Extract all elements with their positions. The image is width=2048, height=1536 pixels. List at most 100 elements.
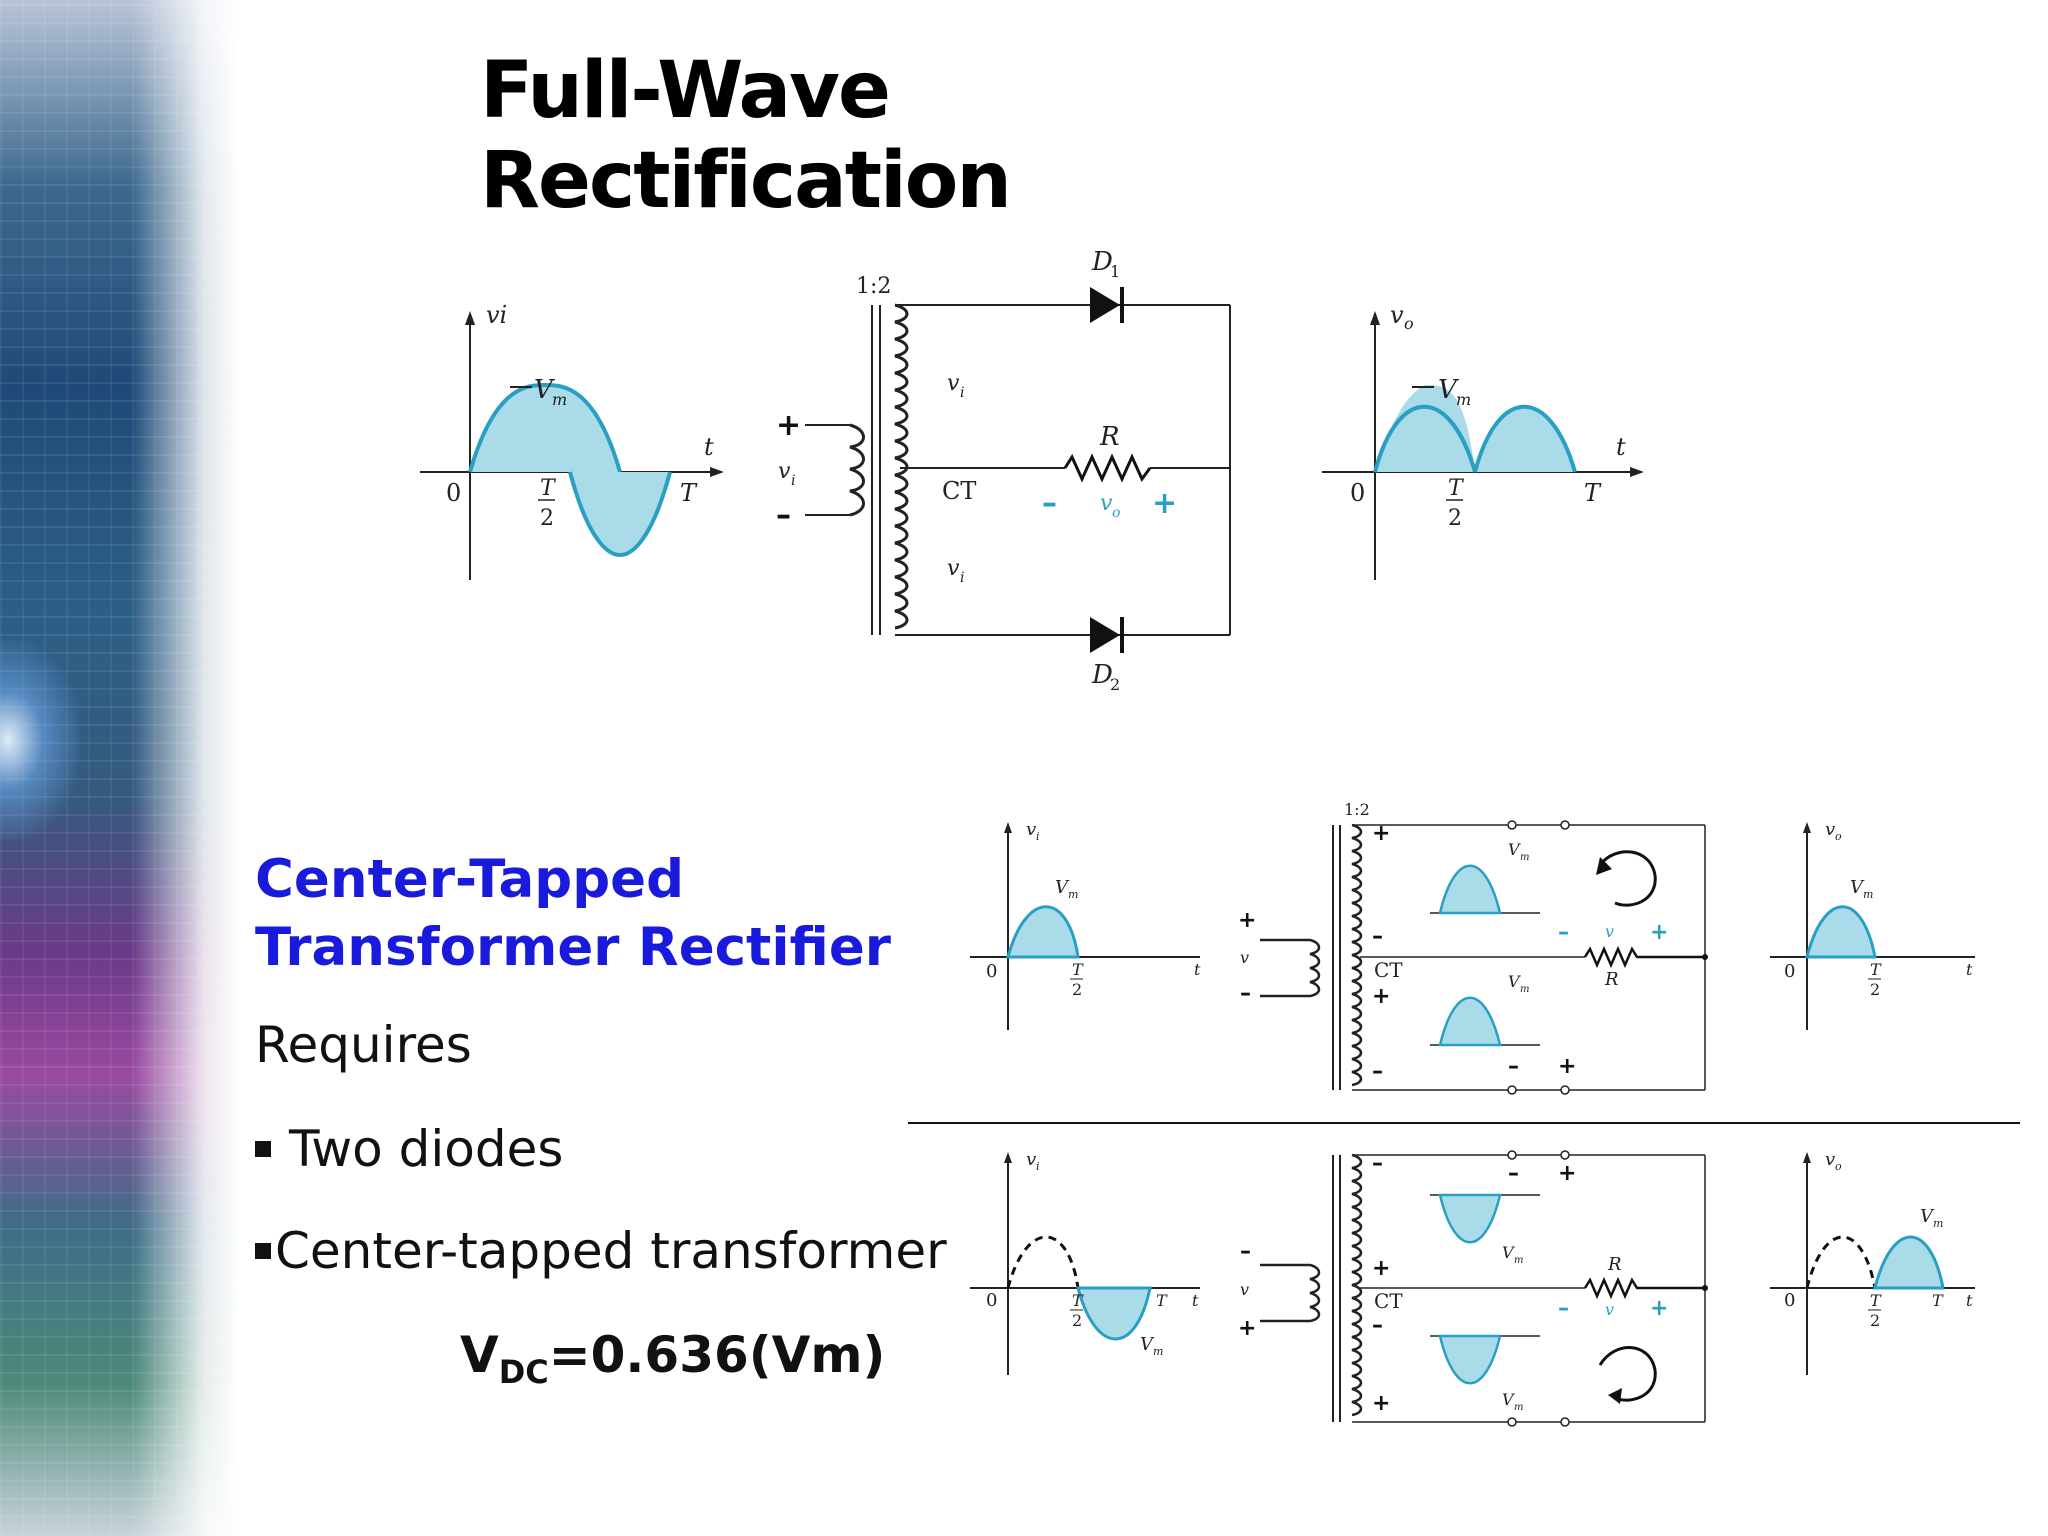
svg-text:–: –	[1558, 1296, 1569, 1321]
svg-text:o: o	[1404, 314, 1414, 333]
svg-text:CT: CT	[1374, 1289, 1403, 1313]
svg-text:v: v	[1605, 922, 1614, 941]
svg-text:–: –	[1240, 981, 1251, 1006]
svg-text:i: i	[960, 385, 964, 401]
svg-text:t: t	[1966, 960, 1973, 979]
svg-text:V: V	[1850, 877, 1865, 898]
svg-text:–: –	[1508, 1161, 1519, 1186]
svg-text:+: +	[1372, 984, 1390, 1009]
dc-voltage-formula: VDC=0.636(Vm)	[460, 1326, 886, 1391]
svg-text:t: t	[1616, 433, 1626, 461]
svg-text:V: V	[1055, 877, 1070, 898]
svg-text:v: v	[1825, 1149, 1835, 1170]
svg-text:1:2: 1:2	[1344, 800, 1370, 819]
svg-text:v: v	[1240, 1280, 1249, 1299]
svg-text:–: –	[776, 498, 791, 533]
svg-text:v: v	[778, 459, 791, 484]
svg-text:V: V	[1502, 1243, 1515, 1262]
svg-text:i: i	[960, 570, 964, 586]
svg-text:V: V	[1508, 972, 1521, 991]
svg-text:+: +	[1558, 1161, 1576, 1186]
svg-text:T: T	[1156, 1291, 1168, 1310]
svg-text:2: 2	[540, 506, 554, 531]
bullet-square-icon	[255, 1140, 271, 1157]
svg-text:D: D	[1091, 660, 1113, 690]
svg-text:v: v	[1390, 301, 1404, 329]
svg-text:CT: CT	[1374, 958, 1403, 982]
svg-text:2: 2	[1870, 1311, 1880, 1330]
svg-text:m: m	[1514, 1255, 1523, 1266]
bullet-item: Two diodes	[255, 1120, 563, 1178]
svg-text:v: v	[1605, 1300, 1614, 1319]
svg-text:T: T	[1870, 960, 1882, 979]
resistor-r: R – v o +	[1042, 422, 1177, 521]
svg-text:o: o	[1112, 505, 1120, 521]
svg-text:m: m	[1456, 390, 1471, 409]
page-title: Full-Wave Rectification	[480, 46, 1012, 226]
svg-text:0: 0	[446, 479, 461, 507]
full-wave-rectifier-diagram: vi V m t 0 T 2 T + – v i 1:2 v	[410, 235, 1660, 715]
svg-text:+: +	[1650, 1296, 1668, 1321]
secondary-coil: v i v i CT	[894, 303, 976, 630]
svg-text:0: 0	[1350, 479, 1365, 507]
svg-text:0: 0	[1784, 961, 1795, 982]
svg-text:v: v	[947, 556, 960, 581]
subtitle: Center-Tapped Transformer Rectifier	[255, 849, 891, 978]
svg-text:2: 2	[1448, 506, 1462, 531]
svg-text:t: t	[1966, 1291, 1973, 1310]
svg-text:V: V	[1140, 1334, 1155, 1355]
bullet-square-icon	[255, 1242, 271, 1259]
svg-text:v: v	[1026, 1149, 1036, 1170]
svg-text:m: m	[552, 390, 567, 409]
svg-text:m: m	[1068, 888, 1078, 901]
svg-text:–: –	[1372, 1059, 1383, 1084]
svg-text:R: R	[1099, 422, 1120, 452]
svg-text:T: T	[1072, 960, 1084, 979]
svg-text:–: –	[1042, 486, 1057, 521]
svg-text:m: m	[1863, 888, 1873, 901]
svg-text:m: m	[1514, 1402, 1523, 1413]
svg-text:T: T	[540, 476, 557, 501]
primary-coil: + – v i 1:2	[776, 274, 891, 635]
svg-text:R: R	[1604, 969, 1619, 990]
input-waveform-graph: vi V m t 0 T 2 T	[420, 301, 724, 580]
diode-d1: D 1	[1090, 247, 1124, 323]
decorative-glow	[0, 640, 80, 840]
svg-text:–: –	[1372, 924, 1383, 949]
svg-text:t: t	[704, 433, 714, 461]
svg-text:v: v	[1825, 819, 1835, 840]
text-panel: Center-Tapped Transformer Rectifier	[255, 846, 1015, 982]
svg-text:R: R	[1607, 1254, 1622, 1275]
bullet-item: Center-tapped transformer	[255, 1222, 947, 1280]
svg-text:+: +	[1238, 908, 1256, 933]
svg-text:T: T	[680, 479, 698, 507]
svg-text:0: 0	[1784, 1290, 1795, 1311]
svg-text:2: 2	[1870, 980, 1880, 999]
section-divider	[908, 1122, 2020, 1124]
svg-text:+: +	[1372, 1256, 1390, 1281]
svg-text:V: V	[1438, 375, 1459, 405]
svg-text:i: i	[1036, 830, 1040, 843]
svg-text:T: T	[1932, 1291, 1944, 1310]
svg-text:v: v	[1240, 948, 1249, 967]
svg-text:1:2: 1:2	[856, 274, 891, 299]
svg-text:V: V	[1502, 1390, 1515, 1409]
svg-text:–: –	[1558, 920, 1569, 945]
svg-text:v: v	[1026, 819, 1036, 840]
svg-text:+: +	[776, 408, 801, 443]
svg-text:0: 0	[986, 1290, 997, 1311]
svg-text:–: –	[1372, 1313, 1383, 1338]
svg-text:CT: CT	[942, 477, 976, 505]
input-axis-label: vi	[486, 301, 507, 329]
svg-text:m: m	[1520, 852, 1529, 863]
circuit-wiring	[895, 304, 1231, 636]
svg-text:+: +	[1372, 1391, 1390, 1416]
svg-text:i: i	[1036, 1160, 1040, 1173]
svg-text:+: +	[1650, 920, 1668, 945]
svg-text:+: +	[1558, 1054, 1576, 1079]
bullet-text: Two diodes	[289, 1120, 564, 1178]
svg-text:–: –	[1372, 1151, 1383, 1176]
svg-text:2: 2	[1072, 1311, 1082, 1330]
svg-text:o: o	[1835, 1160, 1842, 1173]
